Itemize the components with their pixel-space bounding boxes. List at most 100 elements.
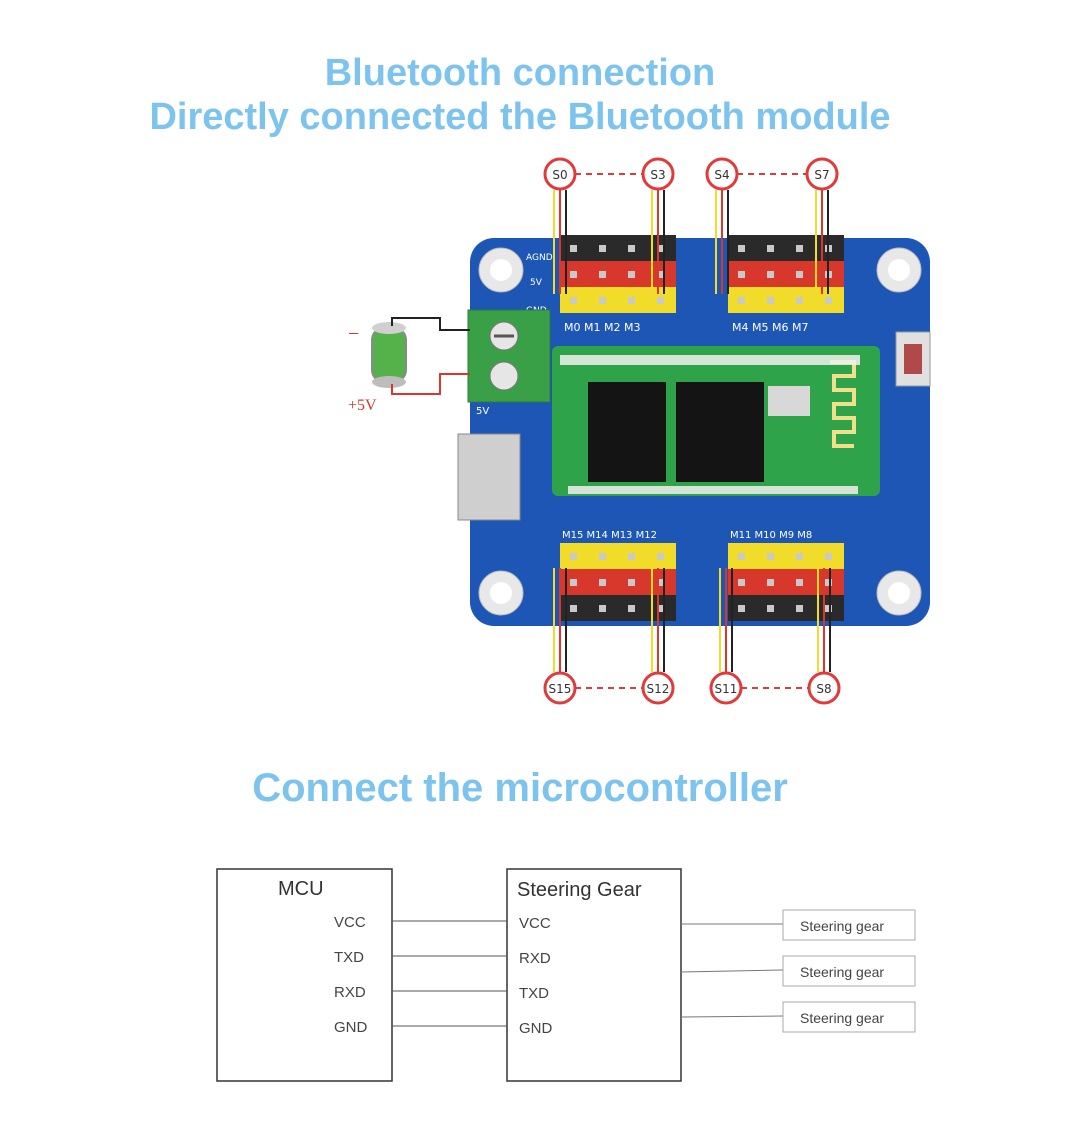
servo-label-s11: S11 xyxy=(715,682,738,696)
header-pin xyxy=(738,297,745,304)
header-pin xyxy=(657,245,664,252)
top-header-left xyxy=(560,235,676,313)
bluetooth-module xyxy=(552,346,880,496)
output-label-3: Steering gear xyxy=(800,1010,884,1026)
header-pin xyxy=(628,297,635,304)
section-title-microcontroller: Connect the microcontroller xyxy=(252,766,788,810)
header-pin xyxy=(599,579,606,586)
mcu-box xyxy=(216,868,393,1082)
label-agnd-top: AGND xyxy=(526,253,553,263)
header-pin xyxy=(825,579,832,586)
servo-board-illustration: M0 M1 M2 M3 M4 M5 M6 M7 M15 M14 M13 M12 … xyxy=(348,157,931,705)
power-minus: − xyxy=(348,323,359,345)
servo-label-s8: S8 xyxy=(816,682,831,696)
header-pin xyxy=(657,579,664,586)
header-pin xyxy=(767,553,774,560)
header-pin xyxy=(796,553,803,560)
header-pin xyxy=(657,297,664,304)
header-pin xyxy=(628,245,635,252)
mounting-holes xyxy=(478,247,922,616)
mcu-pin-gnd: GND xyxy=(334,1019,368,1036)
gear-pin-vcc: VCC xyxy=(519,915,551,932)
label-m0-m3: M0 M1 M2 M3 xyxy=(564,321,640,334)
label-m11-m8: M11 M10 M9 M8 xyxy=(730,530,812,541)
header-pin xyxy=(570,553,577,560)
header-pin xyxy=(570,271,577,278)
header-pin xyxy=(628,271,635,278)
header-pin xyxy=(796,297,803,304)
mcu-title: MCU xyxy=(278,878,324,900)
gear-output-wires xyxy=(680,923,784,1018)
header-pin xyxy=(767,605,774,612)
header-pin xyxy=(657,605,664,612)
header-pin xyxy=(796,579,803,586)
battery-icon xyxy=(371,317,470,395)
screw-terminal xyxy=(467,309,551,403)
gear-pin-rxd: RXD xyxy=(519,950,551,967)
servo-label-s15: S15 xyxy=(549,682,572,696)
label-m4-m7: M4 M5 M6 M7 xyxy=(732,321,808,334)
header-pin xyxy=(738,245,745,252)
header-pin xyxy=(767,297,774,304)
servo-label-s7: S7 xyxy=(814,168,829,182)
header-pin xyxy=(570,245,577,252)
top-header-right xyxy=(728,235,844,313)
output-steering-gear-1: Steering gear xyxy=(782,909,916,941)
gear-pin-txd: TXD xyxy=(519,985,549,1002)
mcu-pin-vcc: VCC xyxy=(334,914,366,931)
servo-connector-circle xyxy=(805,157,839,191)
steering-gear-box xyxy=(506,868,682,1082)
header-pin xyxy=(628,553,635,560)
output-steering-gear-3: Steering gear xyxy=(782,1001,916,1033)
servo-label-s4: S4 xyxy=(714,168,729,182)
bottom-header-left xyxy=(560,543,676,621)
mcu-pin-txd: TXD xyxy=(334,949,364,966)
servo-label-s0: S0 xyxy=(552,168,567,182)
header-pin xyxy=(738,271,745,278)
micro-usb-port xyxy=(457,433,521,521)
header-pin xyxy=(738,605,745,612)
label-m15-m12: M15 M14 M13 M12 xyxy=(562,530,657,541)
mcu-to-gear-wires xyxy=(392,920,507,1027)
header-pin xyxy=(796,271,803,278)
servo-connector-circle xyxy=(641,157,675,191)
header-pin xyxy=(657,271,664,278)
output-label-1: Steering gear xyxy=(800,918,884,934)
header-pin xyxy=(570,605,577,612)
header-pin xyxy=(628,579,635,586)
mcu-pin-rxd: RXD xyxy=(334,984,366,1001)
servo-connector-circle xyxy=(641,671,675,705)
header-pin xyxy=(599,605,606,612)
title-line-2: Directly connected the Bluetooth module xyxy=(149,96,891,138)
header-pin xyxy=(657,553,664,560)
servo-connector-circle xyxy=(543,157,577,191)
servo-connector-circle xyxy=(709,671,743,705)
header-pin xyxy=(825,605,832,612)
header-pin xyxy=(796,605,803,612)
header-pin xyxy=(570,297,577,304)
header-pin xyxy=(570,579,577,586)
label-terminal-5v: 5V xyxy=(476,406,489,417)
header-pin xyxy=(767,245,774,252)
servo-connector-circle xyxy=(543,671,577,705)
header-pin xyxy=(767,271,774,278)
power-plus: +5V xyxy=(348,397,377,414)
header-pin xyxy=(825,297,832,304)
header-pin xyxy=(767,579,774,586)
servo-label-s12: S12 xyxy=(647,682,670,696)
servo-label-s3: S3 xyxy=(650,168,665,182)
label-5v-top: 5V xyxy=(530,278,543,288)
output-steering-gear-2: Steering gear xyxy=(782,955,916,987)
title-line-1: Bluetooth connection xyxy=(324,52,716,94)
header-pin xyxy=(599,553,606,560)
header-pin xyxy=(628,605,635,612)
servo-connector-circle xyxy=(705,157,739,191)
header-pin xyxy=(599,271,606,278)
header-pin xyxy=(738,553,745,560)
header-pin xyxy=(825,553,832,560)
header-pin xyxy=(738,579,745,586)
output-label-2: Steering gear xyxy=(800,964,884,980)
gear-pin-gnd: GND xyxy=(519,1020,553,1037)
reset-button xyxy=(895,331,931,387)
header-pin xyxy=(796,245,803,252)
